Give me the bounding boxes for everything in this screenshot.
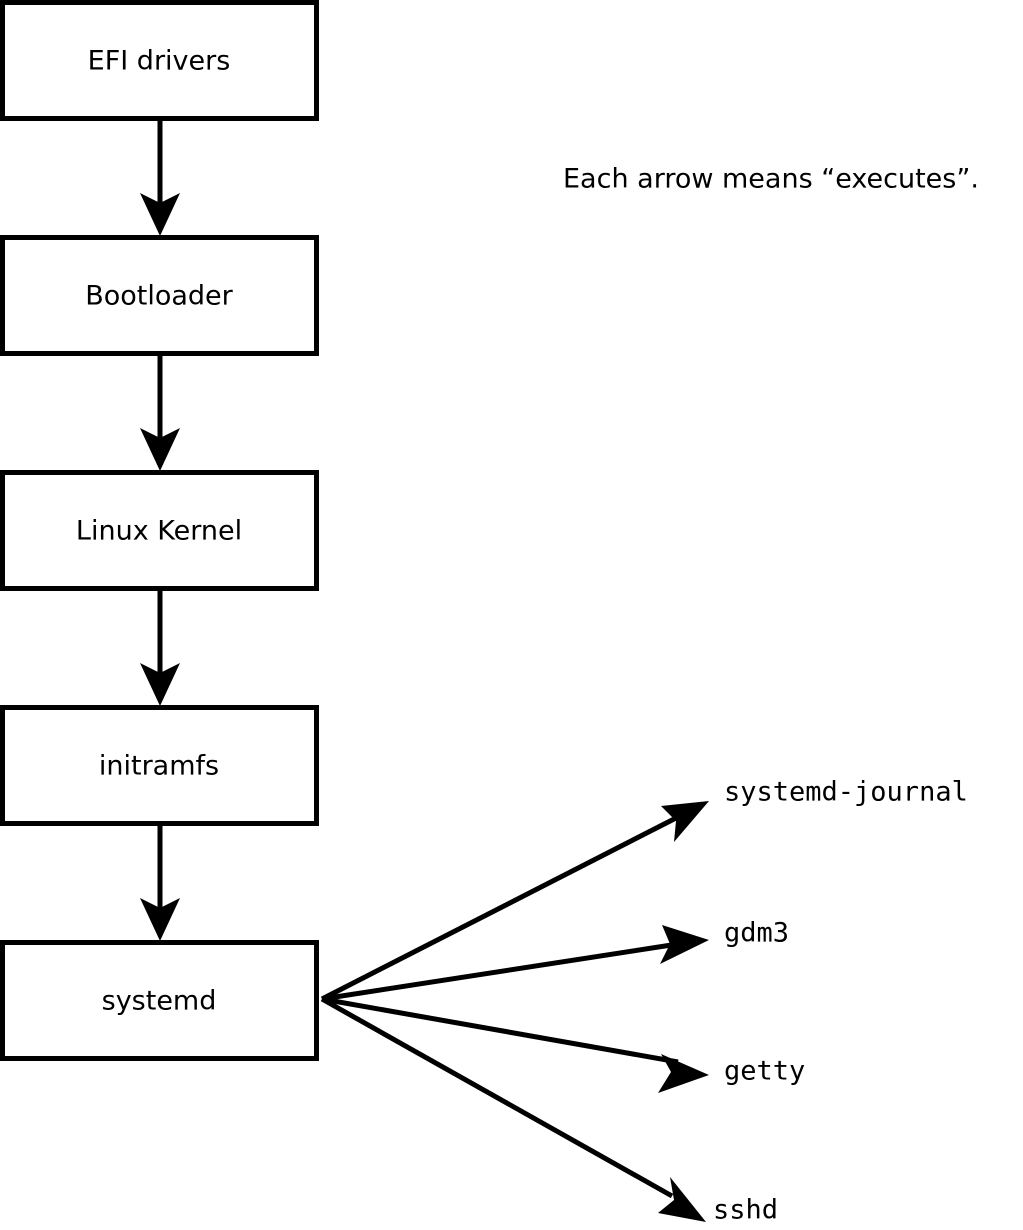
stage-box-efi-drivers[interactable]: EFI drivers [0,0,319,121]
stage-box-label: Bootloader [85,281,233,312]
stage-box-rect [0,235,319,356]
arrow-systemd-to-systemd-journal [320,801,709,1002]
arrow-kernel-to-initramfs [140,588,180,706]
service-label-gdm3[interactable]: gdm3 [724,918,789,949]
stage-box-initramfs[interactable]: initramfs [0,705,319,826]
arrow-head [660,925,709,964]
arrow-head [140,663,180,706]
arrow-head [661,801,709,842]
service-label-systemd-journal[interactable]: systemd-journal [724,777,968,808]
arrow-shaft [320,814,680,1002]
stage-box-rect [0,940,319,1061]
arrow-head [140,428,180,471]
stage-box-label: initramfs [99,751,219,782]
arrow-systemd-to-getty [321,996,709,1093]
service-label-sshd[interactable]: sshd [713,1195,778,1226]
arrow-initramfs-to-systemd [140,823,180,941]
arrow-shaft [321,996,679,1065]
stage-box-label: systemd [102,986,217,1017]
arrow-systemd-to-gdm3 [321,925,709,1002]
arrow-bootloader-to-kernel [140,353,180,471]
arrow-head [658,1177,706,1222]
arrow-head [140,898,180,941]
stage-box-systemd[interactable]: systemd [0,940,319,1061]
stage-box-rect [0,0,319,121]
arrow-head [658,1054,709,1093]
stage-box-bootloader[interactable]: Bootloader [0,235,319,356]
legend-text: Each arrow means “executes”. [563,164,979,195]
stage-box-rect [0,705,319,826]
stage-box-linux-kernel[interactable]: Linux Kernel [0,470,319,591]
arrow-systemd-to-sshd [320,996,706,1222]
stage-box-label: Linux Kernel [76,516,242,547]
arrow-efi-to-bootloader [140,118,180,236]
stage-box-label: EFI drivers [88,46,231,77]
arrow-shaft [320,996,674,1199]
arrow-head [140,193,180,236]
arrow-shaft [321,941,679,1002]
service-label-getty[interactable]: getty [724,1056,805,1087]
